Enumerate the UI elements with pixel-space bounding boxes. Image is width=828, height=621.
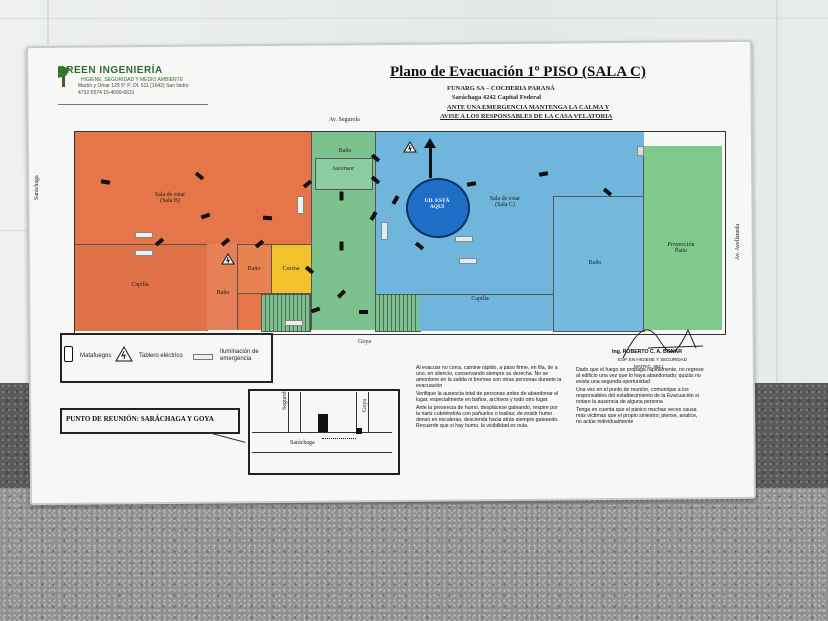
header-divider	[58, 104, 208, 105]
emergency-light-icon	[135, 232, 153, 238]
signature-matric: MATRIC. 8621	[634, 364, 664, 369]
instruction-item: Tenga en cuenta que el pánico muchas vec…	[576, 406, 698, 425]
map-label-goya: Goya	[362, 399, 368, 412]
emergency-light-icon	[459, 258, 477, 264]
evacuation-arrow-icon	[339, 191, 344, 201]
you-are-here-marker	[406, 178, 470, 238]
company-name: GREEN INGENIERÍA	[58, 65, 163, 76]
instruction-item: Verifique la ausencia total de personas …	[416, 390, 559, 403]
plan-warning-line1: ANTE UNA EMERGENCIA MANTENGA LA CALMA Y	[447, 104, 610, 111]
label-capilla-right: Capilla	[471, 296, 489, 302]
street-left-label: Saráchaga	[34, 175, 40, 200]
signature-name: Ing. ROBERTO C. A. BONAR	[612, 349, 683, 355]
company-phones: 4732-5574 15-4099-6631	[78, 90, 135, 96]
room-bano-left	[207, 244, 238, 330]
emergency-light-icon	[455, 236, 473, 242]
label-bano-top: Baño	[338, 148, 352, 154]
emergency-light-icon	[193, 354, 213, 360]
map-street-line	[252, 432, 392, 433]
wall-tile-joint	[0, 18, 828, 19]
legend-matafuegos: Matafuegos	[80, 353, 112, 359]
electrical-panel-icon	[115, 345, 133, 367]
legend-iluminacion: Iluminación de emergencia	[220, 349, 259, 362]
room-capilla-right-low	[419, 294, 553, 331]
room-ascensor	[315, 158, 373, 190]
room-stairs-left	[261, 294, 311, 332]
exit-arrowhead-icon	[424, 138, 436, 148]
meeting-point-marker-icon	[356, 428, 362, 434]
map-street-line	[300, 392, 301, 432]
label-ascensor: Ascensor	[331, 166, 355, 172]
you-are-here-label: UD. ESTÁ AQUÍ	[424, 198, 450, 210]
map-street-line	[288, 392, 289, 432]
evacuation-arrow-icon	[359, 310, 368, 314]
wall-tile-joint	[776, 0, 778, 390]
street-top-label: Av. Segurola	[329, 117, 360, 123]
plan-warning-line2: AVISE A LOS RESPONSABLES DE LA CASA VELA…	[440, 113, 613, 120]
emergency-light-icon	[285, 320, 303, 326]
electrical-panel-icon	[403, 140, 417, 158]
street-bottom-label: Goya	[358, 339, 371, 345]
plan-title: Plano de Evacuación 1º PISO (SALA C)	[390, 64, 646, 80]
map-street-line	[368, 392, 369, 432]
room-bano-right	[553, 196, 645, 332]
instruction-item: Al evacuar no corra, camine rápido, a pa…	[416, 365, 562, 389]
emergency-light-icon	[637, 146, 644, 156]
emergency-light-icon	[135, 250, 153, 256]
granite-floor	[0, 488, 828, 621]
label-sala-b: Sala de estar (Sala B)	[154, 192, 186, 204]
map-label-segurola: Segurola	[282, 388, 288, 410]
label-sala-c: Sala de estar (Sala C)	[489, 196, 521, 208]
fire-extinguisher-icon	[64, 346, 73, 362]
instruction-item: Ante la presencia de humo, desplácese ga…	[416, 404, 559, 429]
label-capilla-left: Capilla	[131, 282, 149, 288]
label-cocina: Cocina	[282, 266, 300, 272]
room-stairs-right	[375, 294, 421, 332]
signature-mark	[618, 318, 708, 369]
instruction-item: Una vez en el punto de reunión, comuniqu…	[576, 386, 699, 405]
plan-client: FUNARG SA – COCHERIA PARANÁ	[447, 85, 555, 92]
meeting-point-box	[60, 408, 240, 434]
meeting-route-line	[322, 438, 356, 439]
instructions-col1: Al evacuar no corra, camine rápido, a pa…	[416, 365, 562, 430]
wall-tile-joint	[47, 0, 49, 44]
instruction-item: Dado que el fuego se propaga rápidamente…	[576, 367, 704, 385]
evacuation-arrow-icon	[262, 215, 273, 221]
tree-logo-icon	[57, 66, 71, 87]
evacuation-arrow-icon	[339, 241, 344, 251]
instructions-col2: Dado que el fuego se propaga rápidamente…	[576, 367, 704, 426]
electrical-panel-icon	[221, 252, 235, 270]
legend-box	[60, 333, 273, 383]
map-label-sarachaga: Saráchaga	[290, 440, 315, 446]
building-marker-icon	[318, 414, 328, 432]
label-bano-mid: Baño	[247, 266, 261, 272]
company-address: Martín y Omar 129 5° P. Of. 511 (1642) S…	[78, 83, 189, 89]
emergency-light-icon	[297, 196, 304, 214]
meeting-point-label: PUNTO DE REUNIÓN: SARÁCHAGA Y GOYA	[66, 415, 214, 423]
wall-tile-joint	[0, 230, 30, 231]
signature-title: ESP. EN HIGIENE Y SEGURIDAD	[618, 357, 688, 362]
room-proyeccion-patio	[643, 146, 722, 330]
label-bano-left: Baño	[216, 290, 230, 296]
plan-address: Saráchaga 4242 Capital Federal	[452, 94, 542, 101]
legend-tablero: Tablero eléctrico	[139, 353, 183, 359]
map-street-line	[356, 392, 357, 432]
map-street-line	[252, 452, 392, 453]
emergency-light-icon	[381, 222, 388, 240]
company-tagline: HIGIENE, SEGURIDAD Y MEDIO AMBIENTE	[81, 77, 184, 83]
label-bano-right: Baño	[588, 260, 602, 266]
street-right-label: Av. Avellaneda	[735, 223, 741, 260]
label-proyeccion: Proyección Patio	[667, 242, 695, 254]
exit-direction-arrow	[429, 142, 432, 178]
meeting-point-map	[248, 389, 400, 475]
floor-plan: Sala de estar (Sala B) Capilla Baño Baño…	[74, 131, 726, 335]
